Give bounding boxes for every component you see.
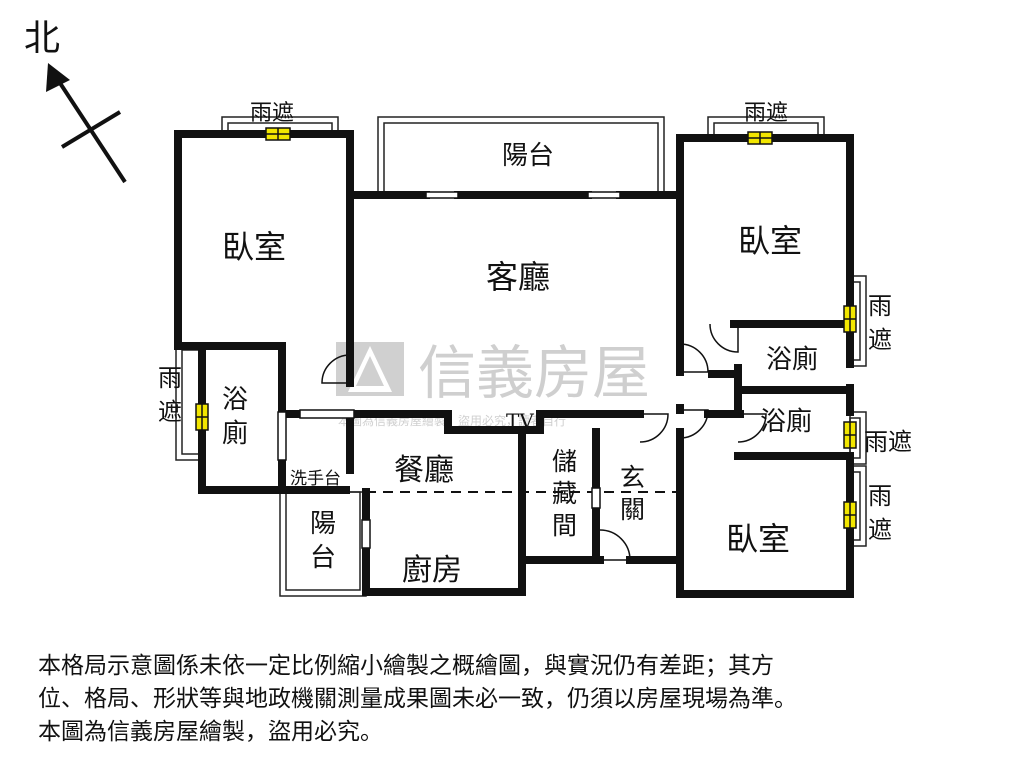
entry-label-2: 關 xyxy=(620,495,645,524)
awning-left-label-2: 遮 xyxy=(158,398,182,426)
awning-right1-label-2: 遮 xyxy=(868,326,892,354)
bedroom-ne-label: 臥室 xyxy=(738,222,802,260)
awning-window-markers xyxy=(195,127,857,529)
bedroom-se-label: 臥室 xyxy=(726,520,790,558)
kitchen-label: 廚房 xyxy=(402,553,462,588)
window-marker-icon xyxy=(747,131,773,145)
awning-top-right-label: 雨遮 xyxy=(744,101,788,126)
disclaimer-line-2: 位、格局、形狀等與地政機關測量成果圖未必一致，仍須以房屋現場為準。 xyxy=(38,686,797,712)
balcony-sw-label-2: 台 xyxy=(310,543,336,573)
bath-e2-label: 浴廁 xyxy=(760,407,812,437)
awning-labels: 雨遮 雨遮 雨 遮 雨 遮 雨遮 雨 遮 xyxy=(158,101,912,544)
window-openings xyxy=(277,191,621,549)
room-labels: 臥室 臥室 臥室 客廳 餐廳 廚房 陽台 陽 台 浴 廁 浴廁 浴廁 儲 藏 間… xyxy=(222,141,818,588)
tv-label: TV xyxy=(506,409,534,433)
north-label: 北 xyxy=(24,18,60,59)
disclaimer-line-1: 本格局示意圖係未依一定比例縮小繪製之概繪圖，與實況仍有差距；其方 xyxy=(38,653,774,679)
window-marker-icon xyxy=(195,403,209,431)
watermark: 信義房屋 本圖為信義房屋繪製，盜用必究，讀者自行 xyxy=(336,339,650,428)
door-swings xyxy=(321,323,767,561)
north-arrow-icon xyxy=(46,63,127,184)
window-marker-icon xyxy=(843,305,857,333)
balcony-sw-label-1: 陽 xyxy=(310,509,336,539)
window-marker-icon xyxy=(265,127,291,141)
walls xyxy=(174,130,854,598)
dining-room-label: 餐廳 xyxy=(394,453,454,488)
balcony-top-label: 陽台 xyxy=(502,141,554,171)
bedroom-nw-label: 臥室 xyxy=(222,228,286,266)
awning-right2-label: 雨遮 xyxy=(864,428,912,456)
floor-plan: 北 信義房屋 本圖為信義房屋繪製，盜用必究，讀者自行 xyxy=(24,18,912,598)
bath-w-label-1: 浴 xyxy=(222,385,248,415)
disclaimer: 本格局示意圖係未依一定比例縮小繪製之概繪圖，與實況仍有差距；其方 位、格局、形狀… xyxy=(38,650,1008,749)
window-marker-icon xyxy=(843,501,857,529)
living-room-label: 客廳 xyxy=(486,258,550,296)
awning-left-label-1: 雨 xyxy=(158,364,182,392)
bath-w-label-2: 廁 xyxy=(222,419,248,449)
compass: 北 xyxy=(24,18,127,184)
storage-label-1: 儲 xyxy=(552,447,577,476)
entry-label-1: 玄 xyxy=(620,463,645,492)
storage-label-3: 間 xyxy=(552,511,577,540)
bath-e1-label: 浴廁 xyxy=(766,345,818,375)
awning-right3-label-1: 雨 xyxy=(868,482,892,510)
disclaimer-line-3: 本圖為信義房屋繪製，盜用必究。 xyxy=(38,719,383,745)
watermark-brand: 信義房屋 xyxy=(418,339,650,407)
awning-top-left-label: 雨遮 xyxy=(250,101,294,126)
awning-right1-label-1: 雨 xyxy=(868,292,892,320)
storage-label-2: 藏 xyxy=(552,479,577,508)
washbasin-label: 洗手台 xyxy=(290,469,341,489)
awning-right3-label-2: 遮 xyxy=(868,516,892,544)
window-marker-icon xyxy=(843,421,857,449)
